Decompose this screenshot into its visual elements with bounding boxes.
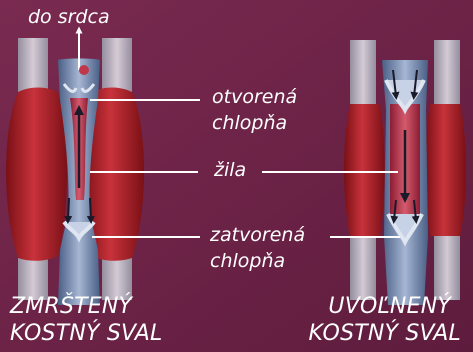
tendon-top-right-2 [434, 40, 460, 110]
caption-left-1: ZMRŠTENÝ [10, 296, 132, 318]
caption-right-1: UVOĽNENÝ [328, 296, 451, 318]
arrow-down-left-b [90, 198, 91, 220]
label-closed-valve-1: zatvorená [210, 226, 305, 245]
muscle-left-2 [344, 104, 385, 236]
muscle-right-2 [426, 104, 467, 236]
tendon-top-left-2 [350, 40, 376, 110]
blood-drop [79, 65, 89, 75]
label-open-valve-1: otvorená [212, 88, 297, 107]
label-to-heart: do srdca [28, 8, 110, 27]
tendon-bottom-right-2 [434, 230, 460, 300]
caption-right-2: KOSTNÝ SVAL [309, 323, 461, 345]
left-panel-art [6, 30, 144, 305]
label-closed-valve-2: chlopňa [210, 252, 285, 271]
tendon-bottom-left-2 [350, 230, 376, 300]
caption-left-2: KOSTNÝ SVAL [10, 323, 162, 345]
label-vein: žila [214, 161, 246, 180]
arrow-down-left-a [68, 198, 69, 220]
label-open-valve-2: chlopňa [212, 114, 287, 133]
muscle-left [6, 88, 67, 261]
